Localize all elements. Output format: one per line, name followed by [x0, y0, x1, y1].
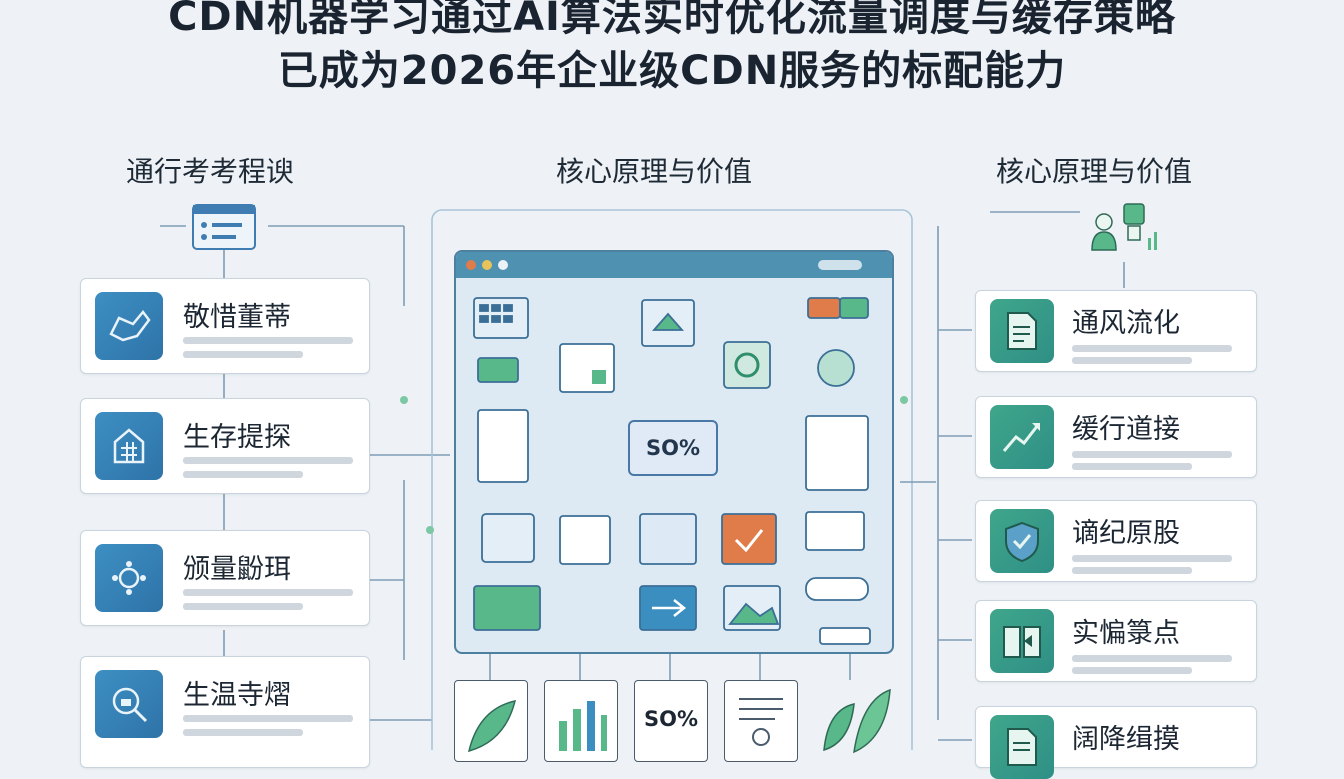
book-icon — [990, 609, 1054, 673]
globe-module — [817, 349, 855, 387]
bottom-card-doc — [724, 680, 798, 762]
doc-module — [559, 343, 615, 393]
window-titlebar — [456, 252, 892, 278]
right-card-label: 实惼箓点 — [1072, 618, 1180, 649]
window-dot — [498, 260, 508, 270]
window-search-bar[interactable] — [818, 260, 862, 270]
status-module — [819, 627, 871, 645]
bottom-card-metric: SO% — [634, 680, 708, 762]
chart-module — [473, 585, 541, 631]
left-card-label: 生存提探 — [183, 422, 291, 453]
left-card-3[interactable]: 颁量鼢珥 — [80, 530, 370, 626]
center-metric-box[interactable]: SO% — [628, 420, 718, 476]
right-column-heading: 核心原理与价值 — [996, 155, 1193, 188]
right-card-3[interactable]: 谪纪原股 — [975, 500, 1257, 582]
list-module — [559, 515, 611, 565]
trend-up-icon — [990, 405, 1054, 469]
right-card-1[interactable]: 通风流化 — [975, 290, 1257, 372]
document-icon — [990, 299, 1054, 363]
right-card-2[interactable]: 缓行道接 — [975, 396, 1257, 478]
node-dot — [900, 396, 908, 404]
checklist-window-icon — [192, 204, 256, 250]
right-card-label: 谪纪原股 — [1072, 518, 1180, 549]
right-card-label: 通风流化 — [1072, 308, 1180, 339]
magnify-analytics-icon — [95, 670, 163, 738]
laptop-module — [481, 513, 535, 563]
left-card-label: 敬惜董蒂 — [183, 302, 291, 333]
approve-module — [721, 513, 777, 565]
panel-module — [639, 513, 697, 565]
page-title-line-1: CDN机器学习通过AI算法实时优化流量调度与缓存策略 — [168, 0, 1176, 40]
left-card-4[interactable]: 生温寺熠 — [80, 656, 370, 768]
users-icon — [1091, 203, 1157, 251]
network-grid-icon — [95, 412, 163, 480]
left-card-2[interactable]: 生存提探 — [80, 398, 370, 494]
bottom-card-plants — [814, 680, 891, 760]
left-card-label: 颁量鼢珥 — [183, 554, 291, 585]
pill-module — [805, 577, 869, 601]
toggle-module — [839, 297, 869, 319]
report-module — [805, 415, 869, 491]
node-dot — [400, 396, 408, 404]
node-dot — [426, 526, 434, 534]
bottom-metric-label: SO% — [643, 707, 699, 731]
gear-module — [723, 341, 771, 389]
node-cluster-icon — [95, 544, 163, 612]
left-column-heading: 通行考考程谀 — [126, 155, 295, 188]
shield-icon — [990, 509, 1054, 573]
link-module — [477, 357, 519, 383]
left-card-label: 生温寺熠 — [183, 680, 291, 711]
window-dot — [466, 260, 476, 270]
right-card-4[interactable]: 实惼箓点 — [975, 600, 1257, 682]
page-title-line-2: 已成为2026年企业级CDN服务的标配能力 — [277, 48, 1067, 94]
bottom-card-chart — [544, 680, 618, 762]
window-dot — [482, 260, 492, 270]
left-card-1[interactable]: 敬惜董蒂 — [80, 278, 370, 374]
right-card-label: 缓行道接 — [1072, 414, 1180, 445]
window-modules — [473, 297, 871, 645]
bottom-card-leaf — [454, 680, 528, 762]
outer-frame — [431, 209, 913, 750]
center-column-heading: 核心原理与价值 — [556, 155, 753, 188]
settings-module — [805, 511, 865, 551]
form-module — [477, 409, 529, 483]
toggle-module — [807, 297, 841, 319]
map-route-icon — [95, 292, 163, 360]
